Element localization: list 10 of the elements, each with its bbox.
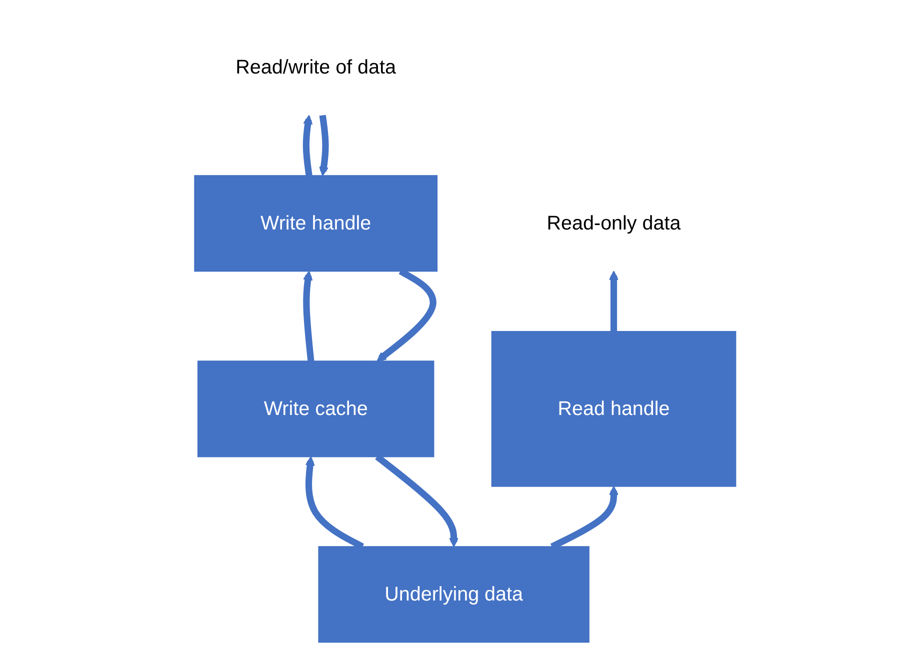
node-box: Write cache (197, 360, 434, 458)
arrow (318, 114, 329, 176)
node-text: Read/write of data (235, 56, 396, 78)
arrow (302, 114, 312, 176)
node-box: Underlying data (318, 546, 590, 643)
node-box: Read handle (491, 331, 736, 487)
node-text: Read-only data (546, 212, 681, 234)
node-box: Write handle (194, 175, 438, 272)
arrow (608, 270, 618, 332)
arrow (302, 270, 314, 362)
